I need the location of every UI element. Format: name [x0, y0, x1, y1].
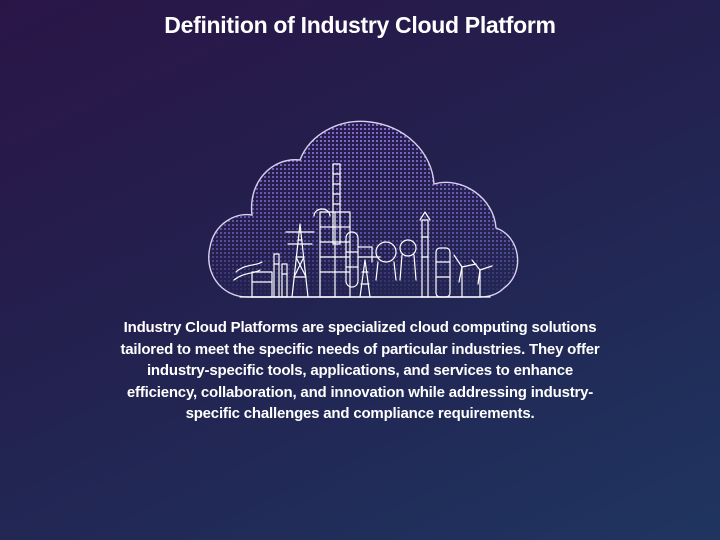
definition-text: Industry Cloud Platforms are specialized… [120, 319, 600, 422]
cloud-industrial-plant-icon [208, 120, 519, 298]
page-title: Definition of Industry Cloud Platform [164, 12, 556, 38]
